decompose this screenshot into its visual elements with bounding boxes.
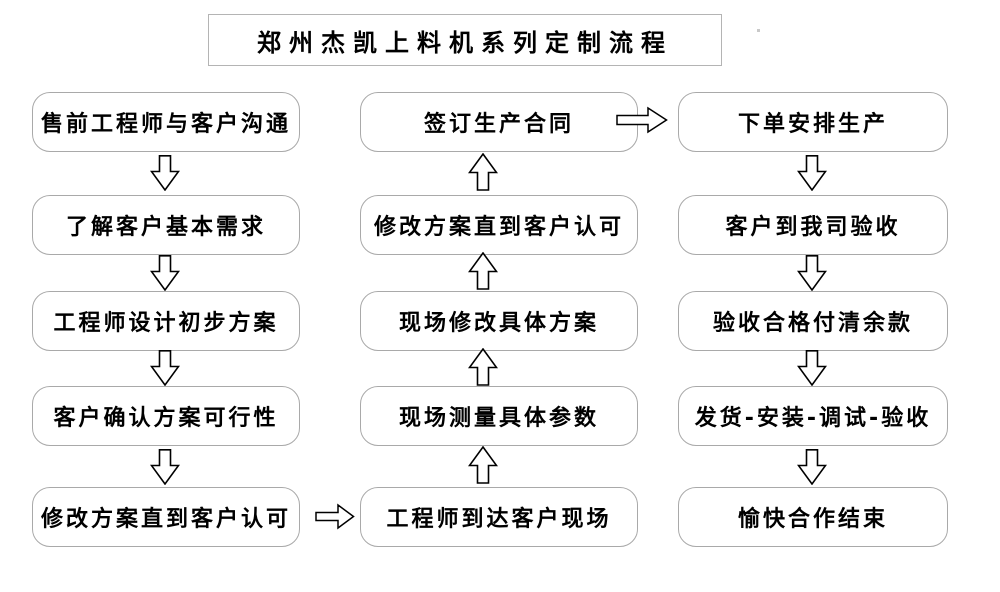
down-arrow-icon xyxy=(150,449,180,485)
flow-step-onsite-modify-plan: 现场修改具体方案 xyxy=(360,291,638,351)
speck-artifact xyxy=(757,29,760,32)
down-arrow-icon xyxy=(150,155,180,191)
flow-step-understand-needs: 了解客户基本需求 xyxy=(32,195,300,255)
flowchart-title: 郑州杰凯上料机系列定制流程 xyxy=(208,14,722,66)
right-arrow-icon xyxy=(315,503,355,530)
up-arrow-icon xyxy=(468,252,498,290)
flow-step-onsite-measure-parameters: 现场测量具体参数 xyxy=(360,386,638,446)
flow-step-sign-contract: 签订生产合同 xyxy=(360,92,638,152)
up-arrow-icon xyxy=(468,153,498,191)
flow-step-engineer-arrives-site: 工程师到达客户现场 xyxy=(360,487,638,547)
flow-step-cooperation-end: 愉快合作结束 xyxy=(678,487,948,547)
down-arrow-icon xyxy=(150,350,180,386)
flow-step-pay-remaining-balance: 验收合格付清余款 xyxy=(678,291,948,351)
flow-step-design-preliminary-plan: 工程师设计初步方案 xyxy=(32,291,300,351)
flow-step-confirm-feasibility: 客户确认方案可行性 xyxy=(32,386,300,446)
down-arrow-icon xyxy=(797,350,827,386)
flow-step-ship-install-debug-accept: 发货-安装-调试-验收 xyxy=(678,386,948,446)
flow-step-presales-communication: 售前工程师与客户沟通 xyxy=(32,92,300,152)
down-arrow-icon xyxy=(797,255,827,291)
flow-step-revise-until-approval: 修改方案直到客户认可 xyxy=(32,487,300,547)
flow-step-customer-acceptance-visit: 客户到我司验收 xyxy=(678,195,948,255)
right-arrow-icon xyxy=(616,106,668,134)
up-arrow-icon xyxy=(468,446,498,484)
flow-step-revise-until-approval-onsite: 修改方案直到客户认可 xyxy=(360,195,638,255)
flow-step-place-order-production: 下单安排生产 xyxy=(678,92,948,152)
down-arrow-icon xyxy=(797,449,827,485)
down-arrow-icon xyxy=(797,155,827,191)
down-arrow-icon xyxy=(150,255,180,291)
up-arrow-icon xyxy=(468,348,498,386)
